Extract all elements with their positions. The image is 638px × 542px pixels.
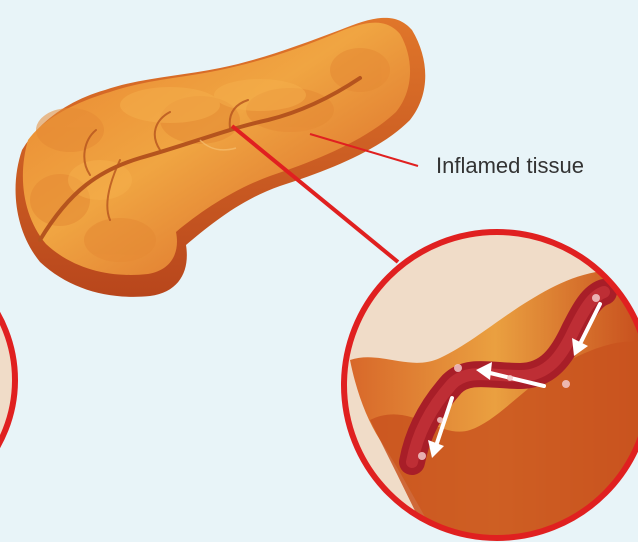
pancreas-organ — [16, 18, 426, 297]
magnified-inset — [344, 232, 638, 542]
left-partial-callout — [0, 245, 15, 515]
inflamed-tissue-label: Inflamed tissue — [436, 152, 584, 180]
